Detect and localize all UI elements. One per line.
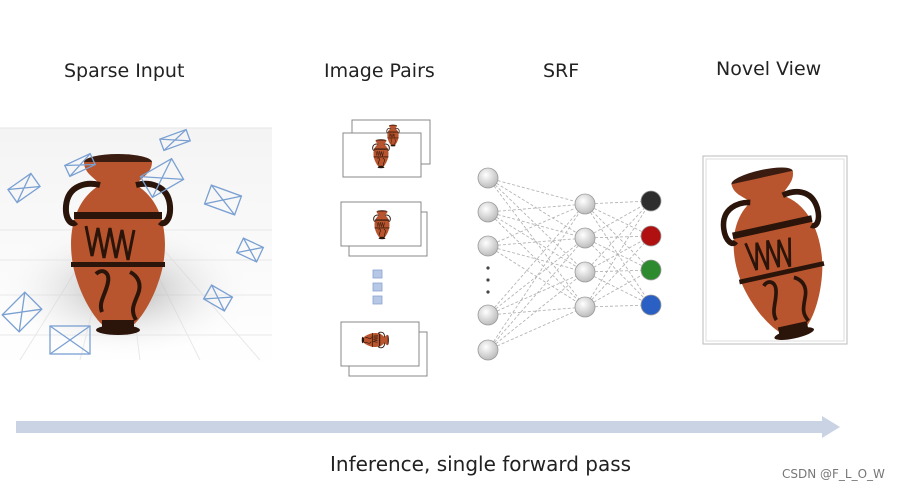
network-edges [487,177,652,351]
camera-frusta [1,128,265,355]
camera-icon [63,152,97,178]
novel-view-image [702,155,848,349]
sparse-input-title: Sparse Input [64,60,185,82]
input-node [477,235,499,257]
network-edge [487,237,586,247]
hidden-node [574,296,596,318]
network-nodes [477,167,662,361]
network-edge [584,200,652,308]
network-ellipsis [486,266,490,294]
camera-icon [158,128,192,152]
output-node [640,294,662,316]
network-edge [487,306,586,351]
output-node [640,259,662,281]
camera-icon [7,172,41,204]
network-edge [584,237,652,306]
hidden-node [574,227,596,249]
network-edge [487,177,586,205]
network-edge [487,203,586,213]
network-edge [584,235,652,308]
network-edge [584,200,652,273]
camera-icon [1,291,43,333]
network-edge [584,269,652,308]
camera-icon [202,284,234,312]
network-edge [487,211,586,308]
input-node [477,339,499,361]
network-edge [584,269,652,273]
inference-caption: Inference, single forward pass [330,452,632,476]
output-node [640,225,662,247]
network-edge [584,235,652,239]
input-node [477,167,499,189]
network-edge [487,271,586,316]
hidden-node [574,193,596,215]
image-pair-1 [342,119,431,178]
network-edge [487,237,586,316]
network-edge [487,203,586,316]
network-edge [487,203,586,247]
network-edge [487,245,586,273]
network-edge [584,203,652,271]
output-node [640,190,662,212]
image-pair-3 [340,321,428,377]
network-edge [487,203,586,351]
hidden-node [574,261,596,283]
image-pair-2 [340,201,428,257]
input-node [477,304,499,326]
network-edge [584,304,652,308]
network-edge [487,271,586,351]
forward-pass-arrow [16,416,840,438]
network-edge [487,306,586,316]
image-pairs-title: Image Pairs [324,60,435,82]
camera-icon [49,325,91,355]
network-edge [487,177,586,239]
srf-title: SRF [543,60,580,82]
input-node [477,201,499,223]
pairs-ellipsis [372,269,383,305]
watermark: CSDN @F_L_O_W [782,467,885,481]
camera-icon [203,184,243,216]
novel-view-title: Novel View [716,58,822,80]
network-edge [584,200,652,205]
camera-icon [139,157,185,199]
network-edge [584,200,652,239]
camera-icon [235,237,265,263]
network-edge [487,211,586,273]
